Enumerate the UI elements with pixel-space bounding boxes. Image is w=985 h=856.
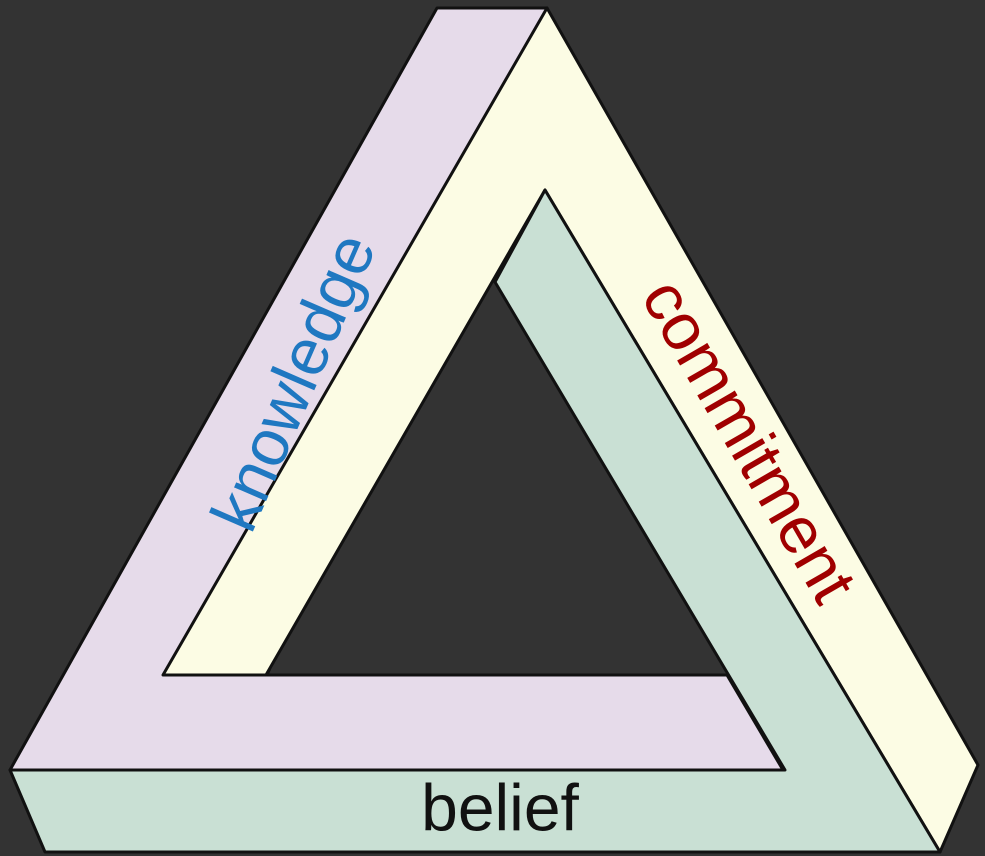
belief-label: belief xyxy=(421,770,579,844)
